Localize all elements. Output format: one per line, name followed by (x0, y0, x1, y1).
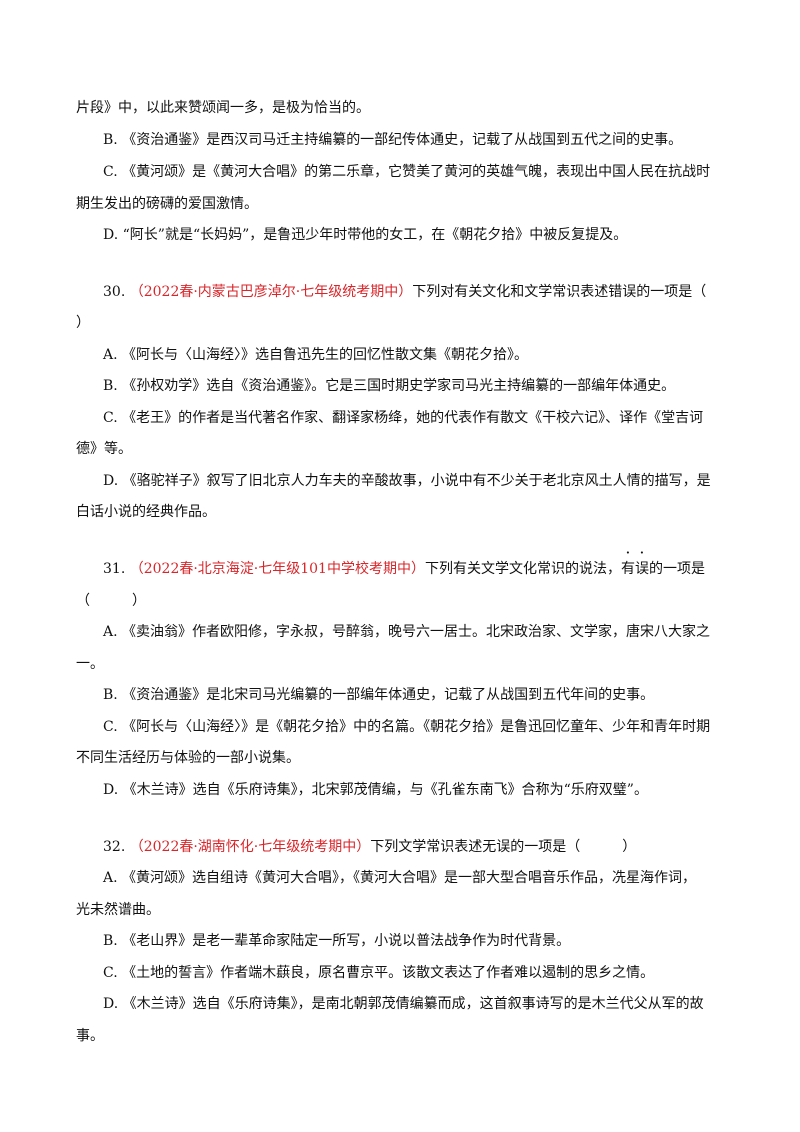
question-30-option-a: A. 《阿长与〈山海经〉》选自鲁迅先生的回忆性散文集《朝花夕拾》。 (103, 347, 529, 363)
prev-option-c-line2: 期生发出的磅礴的爱国激情。 (76, 196, 258, 212)
question-31-option-d: D. 《木兰诗》选自《乐府诗集》，北宋郭茂倩编，与《孔雀东南飞》合称为“乐府双璧… (103, 782, 648, 798)
question-30-option-b: B. 《孙权劝学》选自《资治通鉴》。它是三国时期史学家司马光主持编纂的一部编年体… (103, 378, 676, 394)
emphasis-dot-char: 有 (621, 559, 635, 579)
question-30-stem: 30. （2022春·内蒙古巴彦淖尔·七年级统考期中）下列对有关文化和文学常识表… (103, 282, 706, 302)
prev-option-b: B. 《资治通鉴》是西汉司马迁主持编纂的一部纪传体通史，记载了从战国到五代之间的… (103, 132, 683, 148)
question-30-option-c-line1: C. 《老王》的作者是当代著名作家、翻译家杨绛，她的代表作有散文《干校六记》、译… (103, 410, 704, 426)
question-30-option-c-line2: 德》等。 (76, 441, 132, 457)
question-32-option-b: B. 《老山界》是老一辈革命家陆定一所写，小说以普法战争作为时代背景。 (103, 933, 571, 949)
prev-option-c-line1: C. 《黄河颂》是《黄河大合唱》的第二乐章，它赞美了黄河的英雄气魄，表现出中国人… (103, 164, 711, 180)
question-32-option-d-line2: 事。 (76, 1028, 104, 1044)
question-31-option-b: B. 《资治通鉴》是北宋司马光编纂的一部编年体通史，记载了从战国到五代年间的史事… (103, 687, 655, 703)
question-31-option-a-line2: 一。 (76, 656, 104, 672)
question-source: （2022春·湖南怀化·七年级统考期中） (129, 839, 371, 855)
question-30-stem-end: ） (76, 315, 90, 331)
question-31-stem: 31. （2022春·北京海淀·七年级101中学校考期中）下列有关文学文化常识的… (103, 559, 705, 579)
question-30-option-d-line1: D. 《骆驼祥子》叙写了旧北京人力车夫的辛酸故事，小说中有不少关于老北京风土人情… (103, 473, 711, 489)
question-source: （2022春·北京海淀·七年级101中学校考期中） (129, 561, 425, 577)
question-30-option-d-line2: 白话小说的经典作品。 (76, 504, 216, 520)
question-31-stem-end: （ ） (76, 593, 146, 609)
emphasis-dot-char: 误 (635, 559, 649, 579)
question-number: 32. (103, 839, 126, 855)
question-number: 31. (103, 561, 126, 577)
question-31-option-a-line1: A. 《卖油翁》作者欧阳修，字永叔，号醉翁，晚号六一居士。北宋政治家、文学家，唐… (103, 624, 711, 640)
prev-continuation-line: 片段》中，以此来赞颂闻一多，是极为恰当的。 (76, 100, 370, 116)
question-31-option-c-line1: C. 《阿长与〈山海经〉》是《朝花夕拾》中的名篇。《朝花夕拾》是鲁迅回忆童年、少… (103, 719, 711, 735)
question-text: 下列有关文学文化常识的说法， (424, 561, 621, 577)
prev-option-d: D. “阿长”就是“长妈妈”，是鲁迅少年时带他的女工，在《朝花夕拾》中被反复提及… (103, 227, 628, 243)
question-number: 30. (103, 284, 126, 300)
question-32-option-d-line1: D. 《木兰诗》选自《乐府诗集》，是南北朝郭茂倩编纂而成，这首叙事诗写的是木兰代… (103, 996, 704, 1012)
question-text: 的一项是 (648, 561, 705, 577)
question-text: 下列对有关文化和文学常识表述错误的一项是（ (412, 284, 707, 300)
question-text: 下列文学常识表述无误的一项是（ ） (370, 839, 637, 855)
question-32-option-c: C. 《土地的誓言》作者端木蕻良，原名曹京平。该散文表达了作者难以遏制的思乡之情… (103, 965, 655, 981)
question-source: （2022春·内蒙古巴彦淖尔·七年级统考期中） (129, 284, 413, 300)
question-31-option-c-line2: 不同生活经历与体验的一部小说集。 (76, 750, 300, 766)
question-32-stem: 32. （2022春·湖南怀化·七年级统考期中）下列文学常识表述无误的一项是（ … (103, 837, 636, 857)
question-32-option-a-line1: A. 《黄河颂》选自组诗《黄河大合唱》，《黄河大合唱》是一部大型合唱音乐作品，冼… (103, 870, 697, 886)
question-32-option-a-line2: 光未然谱曲。 (76, 902, 160, 918)
